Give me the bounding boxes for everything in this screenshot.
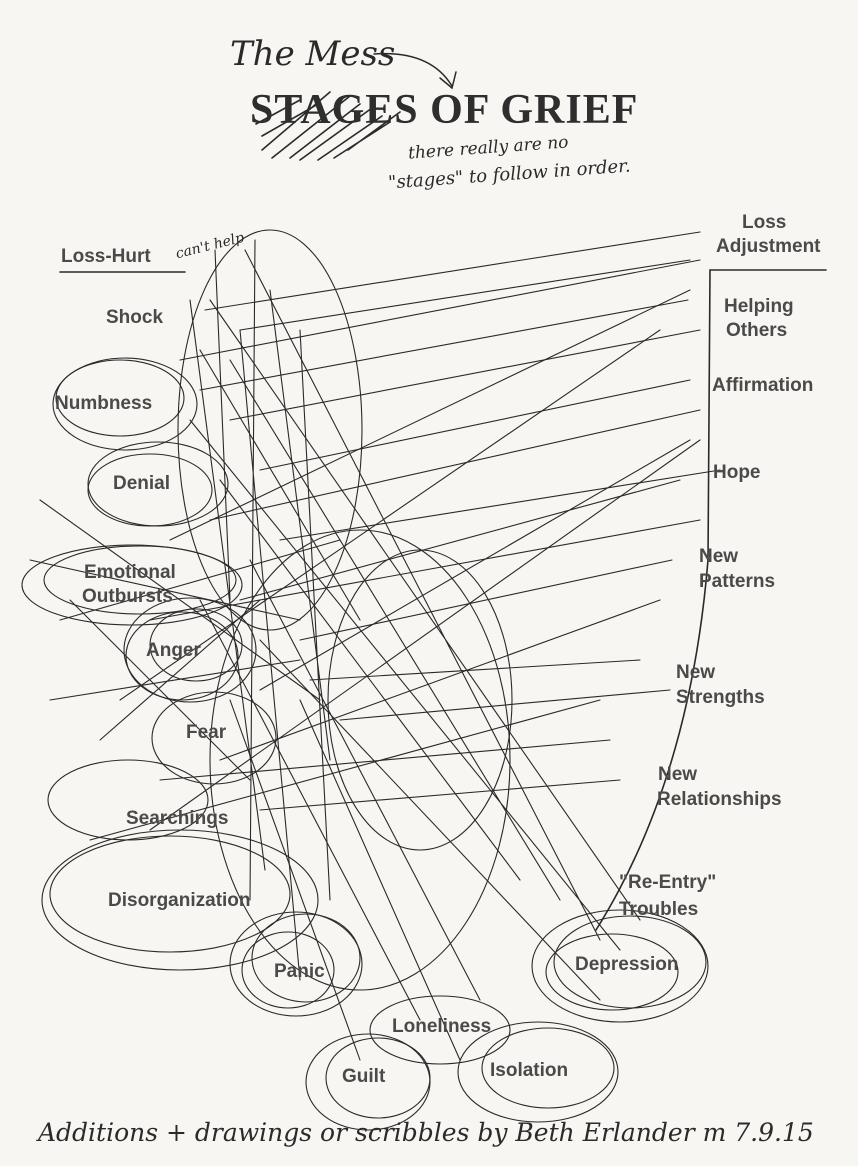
stage-emotional-outbursts-2: Outbursts <box>82 586 173 607</box>
stage-panic: Panic <box>274 961 325 982</box>
stage-loss-adjustment-1: Loss <box>742 212 787 233</box>
stage-reentry-troubles-2: Troubles <box>619 899 699 920</box>
stage-loss-hurt: Loss-Hurt <box>61 246 151 267</box>
stage-affirmation: Affirmation <box>712 375 814 396</box>
mess-arrow <box>373 52 457 90</box>
stage-loss-adjustment-2: Adjustment <box>716 236 821 257</box>
stage-disorganization: Disorganization <box>108 890 251 911</box>
title-crossout <box>255 91 401 161</box>
stage-new-patterns-2: Patterns <box>699 571 776 592</box>
stage-new-relationships-2: Relationships <box>657 789 782 810</box>
stage-denial: Denial <box>113 473 171 494</box>
stage-helping-others-2: Others <box>726 320 788 341</box>
stage-shock: Shock <box>106 307 164 328</box>
right-bracket <box>595 269 827 931</box>
stage-loneliness: Loneliness <box>392 1016 492 1037</box>
stage-anger: Anger <box>146 640 201 661</box>
stage-emotional-outbursts-1: Emotional <box>84 562 176 583</box>
stage-fear: Fear <box>186 722 227 743</box>
stage-hope: Hope <box>713 462 761 483</box>
stage-new-strengths-1: New <box>676 662 716 683</box>
signature-note: Additions + drawings or scribbles by Bet… <box>38 1118 814 1147</box>
page-title: STAGES OF GRIEF <box>250 87 639 133</box>
stage-guilt: Guilt <box>342 1066 386 1087</box>
stage-new-patterns-1: New <box>699 546 739 567</box>
stage-searchings: Searchings <box>126 808 229 829</box>
stage-isolation: Isolation <box>490 1060 569 1081</box>
stage-numbness: Numbness <box>55 393 153 414</box>
stage-new-relationships-1: New <box>658 764 698 785</box>
stage-helping-others-1: Helping <box>724 296 794 317</box>
title-hand-note: The Mess <box>230 34 396 74</box>
stage-reentry-troubles-1: "Re-Entry" <box>619 872 717 893</box>
stage-depression: Depression <box>575 954 679 975</box>
stage-new-strengths-2: Strengths <box>676 687 765 708</box>
